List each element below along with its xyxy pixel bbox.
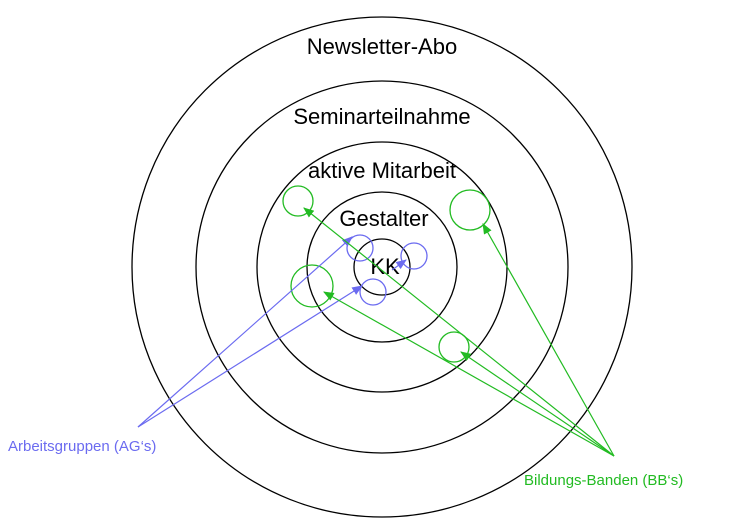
- ring-seminarteilnahme: [195, 80, 569, 454]
- ag-label: Arbeitsgruppen (AG‘s): [8, 438, 156, 455]
- ring-newsletter-abo: [131, 16, 633, 518]
- ring-gestalter: [306, 191, 458, 343]
- ag-arrow: [137, 236, 353, 428]
- ring-label-newsletter-abo: Newsletter-Abo: [307, 34, 457, 59]
- bb-circle: [290, 264, 334, 308]
- bb-arrow: [303, 207, 615, 457]
- ag-circle: [359, 278, 387, 306]
- ring-label-aktive-mitarbeit: aktive Mitarbeit: [308, 158, 456, 183]
- bb-arrow: [482, 223, 615, 457]
- bb-arrow: [323, 291, 615, 457]
- bb-circle: [449, 189, 491, 231]
- ag-arrow: [137, 285, 363, 428]
- ag-arrow: [391, 259, 407, 271]
- ring-label-gestalter: Gestalter: [339, 206, 428, 231]
- ring-kk: [353, 238, 411, 296]
- bb-label: Bildungs-Banden (BB‘s): [524, 472, 683, 489]
- bb-circle: [438, 331, 470, 363]
- ring-label-kk: KK: [370, 254, 400, 279]
- ag-circle: [400, 242, 428, 270]
- ring-label-seminarteilnahme: Seminarteilnahme: [293, 104, 470, 129]
- bb-circle: [282, 185, 314, 217]
- bb-arrow: [460, 351, 615, 457]
- ag-circle: [346, 234, 374, 262]
